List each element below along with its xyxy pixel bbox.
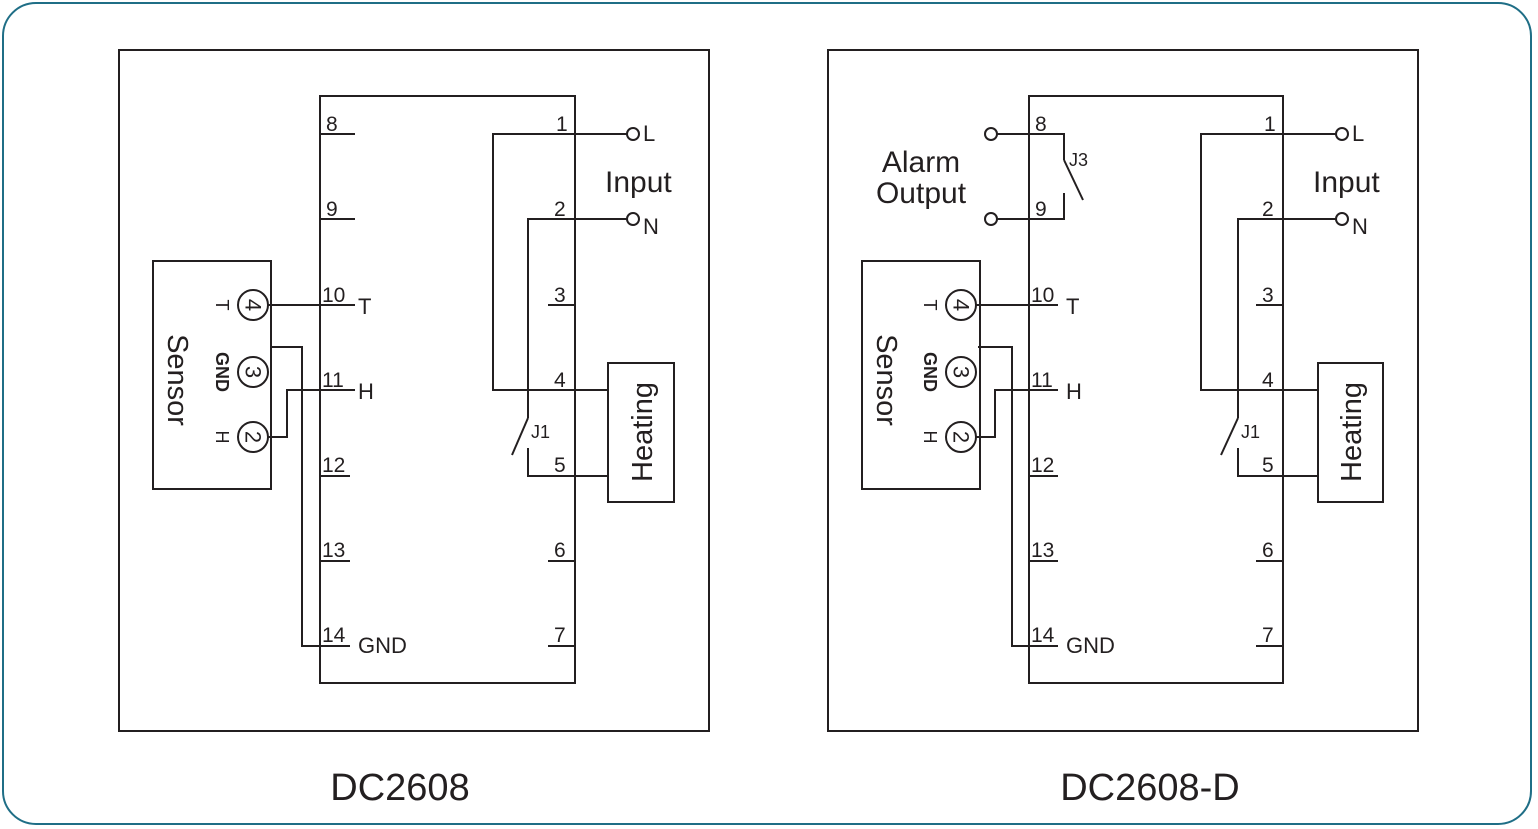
pin-number: 12 (1031, 454, 1054, 477)
pin-label-h: H (1066, 379, 1082, 404)
diagram-dc2608-d: 8 9 10 11 12 13 14 1 2 3 4 5 6 7 T H GND… (827, 49, 1419, 809)
terminal-n-label: N (1352, 214, 1368, 239)
wire-sensor-h (268, 389, 320, 438)
relay-j1-contact (511, 417, 529, 456)
pin-label-gnd: GND (358, 633, 407, 658)
sensor-terminal-number: 3 (949, 366, 974, 378)
pin-number: 3 (1262, 284, 1274, 307)
pin-number: 9 (1035, 198, 1047, 221)
terminal-l (626, 127, 640, 141)
sensor-label: Sensor (161, 334, 193, 426)
terminal-n-label: N (643, 214, 659, 239)
wire-n-to-relay (527, 218, 575, 418)
wire-alarm-9 (997, 193, 1065, 220)
sensor-box (152, 260, 272, 490)
pin-number: 9 (326, 198, 338, 221)
input-label: Input (1313, 166, 1380, 199)
pin-number: 6 (1262, 539, 1274, 562)
heating-label: Heating (627, 382, 659, 482)
terminal-l (1335, 127, 1349, 141)
pin-number: 6 (554, 539, 566, 562)
terminal-l-label: L (643, 121, 655, 146)
wire-alarm-8 (997, 133, 1065, 160)
relay-j1-label: J1 (531, 422, 550, 442)
pin-number: 8 (1035, 113, 1047, 136)
diagram-dc2608: 8 9 10 11 12 13 14 1 2 3 4 5 6 7 T H GND… (118, 49, 710, 809)
sensor-terminal-label: GND (920, 352, 940, 392)
pin-number: 5 (554, 454, 566, 477)
alarm-label-line2: Output (876, 177, 967, 210)
sensor-terminal-number: 2 (241, 431, 266, 443)
sensor-terminal-label: T (920, 300, 940, 311)
wire-sensor-h (976, 389, 1029, 438)
sensor-label: Sensor (870, 334, 902, 426)
pin-label-h: H (358, 379, 374, 404)
pin-number: 1 (1264, 113, 1276, 136)
sensor-terminal-3 (945, 356, 977, 388)
sensor-terminal-label: H (212, 431, 232, 444)
sensor-box (861, 260, 981, 490)
terminal-n (626, 212, 640, 226)
pin-number: 10 (322, 284, 345, 307)
caption-dc2608-d: DC2608-D (1060, 767, 1240, 809)
wire-sensor-gnd (978, 346, 1029, 647)
sensor-terminal-label: H (920, 431, 940, 444)
pin-number: 8 (326, 113, 338, 136)
pin-number: 11 (322, 369, 344, 392)
relay-j1-label: J1 (1241, 422, 1260, 442)
pin-number: 12 (322, 454, 345, 477)
caption-dc2608: DC2608 (330, 767, 469, 809)
pin-number: 14 (322, 624, 346, 647)
pin-number: 7 (1262, 624, 1274, 647)
pin-number: 14 (1031, 624, 1055, 647)
wire-l-to-heating (492, 133, 608, 391)
relay-j3-contact (1063, 159, 1084, 201)
terminal-l-label: L (1352, 121, 1364, 146)
heating-load (1317, 362, 1384, 503)
pin-number: 13 (322, 539, 345, 562)
input-label: Input (605, 166, 672, 199)
wire-l-to-heating (1200, 133, 1318, 391)
sensor-terminal-label: T (212, 300, 232, 311)
pin-label-t: T (358, 294, 371, 319)
outer-box (118, 49, 710, 732)
sensor-terminal-number: 4 (241, 299, 266, 311)
pin-number: 5 (1262, 454, 1274, 477)
pin-number: 2 (1262, 198, 1274, 221)
pin-number: 10 (1031, 284, 1054, 307)
pin-number: 11 (1031, 369, 1053, 392)
wire-relay-to-heating (527, 448, 608, 477)
pin-number: 4 (1262, 369, 1274, 392)
heating-load (607, 362, 675, 503)
sensor-terminal-number: 3 (241, 366, 266, 378)
relay-j1-contact (1220, 417, 1239, 456)
terminal-n (1335, 212, 1349, 226)
pin-number: 7 (554, 624, 566, 647)
pin-number: 3 (554, 284, 566, 307)
pin-number: 1 (556, 113, 568, 136)
sensor-terminal-number: 4 (949, 299, 974, 311)
sensor-terminal-number: 2 (949, 431, 974, 443)
pin-number: 4 (554, 369, 566, 392)
alarm-terminal (984, 127, 998, 141)
outer-box (827, 49, 1419, 732)
pin-label-t: T (1066, 294, 1079, 319)
pin-label-gnd: GND (1066, 633, 1115, 658)
pin-number: 2 (554, 198, 566, 221)
alarm-terminal (984, 212, 998, 226)
relay-j3-label: J3 (1069, 150, 1088, 170)
alarm-label-line1: Alarm (882, 146, 960, 179)
wire-sensor-gnd (270, 346, 320, 647)
heating-label: Heating (1336, 382, 1368, 482)
sensor-terminal-label: GND (212, 352, 232, 392)
wire-relay-to-heating (1237, 448, 1318, 477)
pin-number: 13 (1031, 539, 1054, 562)
sensor-terminal-3 (237, 356, 269, 388)
wire-n-to-relay (1237, 218, 1283, 418)
